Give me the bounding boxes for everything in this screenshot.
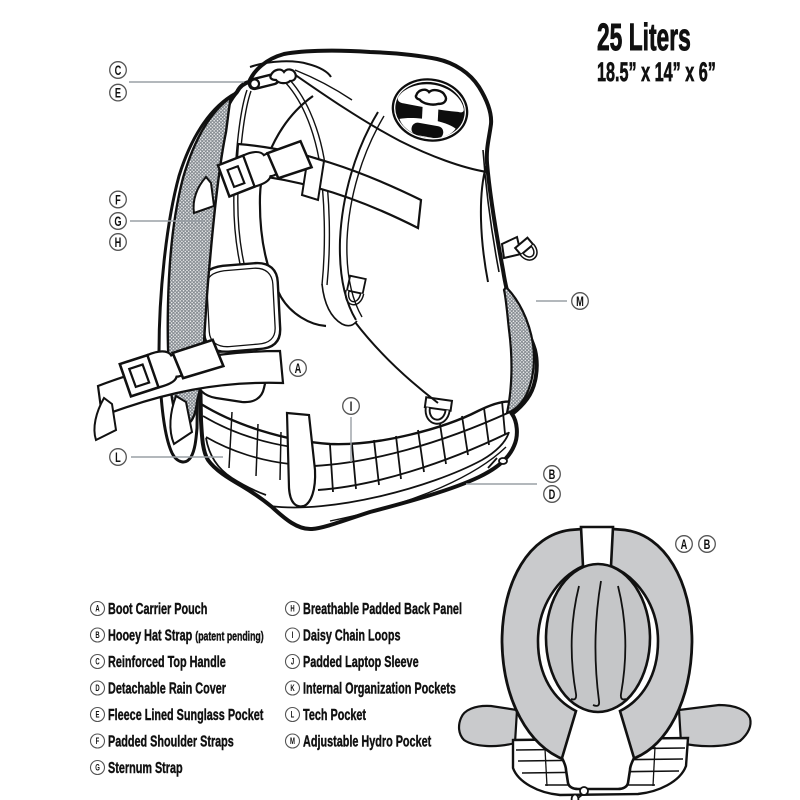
svg-text:Adjustable Hydro Pocket: Adjustable Hydro Pocket [303,733,432,750]
svg-text:M: M [576,293,584,310]
svg-text:B: B [95,630,100,641]
svg-text:F: F [96,736,100,747]
svg-text:H: H [115,234,122,251]
svg-text:Padded Shoulder Straps: Padded Shoulder Straps [108,733,234,750]
svg-text:Breathable Padded Back Panel: Breathable Padded Back Panel [303,600,462,617]
svg-text:D: D [549,486,556,503]
svg-text:M: M [290,736,295,747]
svg-text:Hooey Hat Strap (patent pendin: Hooey Hat Strap (patent pending) [108,627,264,644]
svg-text:G: G [114,213,121,230]
svg-text:A: A [681,536,688,553]
svg-text:Boot Carrier Pouch: Boot Carrier Pouch [108,600,207,617]
svg-text:L: L [291,709,295,720]
svg-text:Tech Pocket: Tech Pocket [303,706,366,723]
svg-text:Daisy Chain Loops: Daisy Chain Loops [303,627,401,644]
svg-text:Internal Organization Pockets: Internal Organization Pockets [303,680,456,697]
svg-text:25 Liters: 25 Liters [597,16,691,58]
svg-text:I: I [292,630,294,641]
svg-text:B: B [549,466,556,483]
svg-text:Detachable Rain Cover: Detachable Rain Cover [108,680,226,697]
svg-text:D: D [95,683,100,694]
svg-text:I: I [350,398,353,415]
svg-text:E: E [96,709,100,720]
svg-text:A: A [295,360,302,377]
svg-text:A: A [95,603,100,614]
svg-text:F: F [115,192,121,209]
svg-text:Fleece Lined Sunglass Pocket: Fleece Lined Sunglass Pocket [108,706,264,723]
svg-text:E: E [115,85,121,102]
svg-text:H: H [290,603,294,614]
svg-text:Padded Laptop Sleeve: Padded Laptop Sleeve [303,653,419,670]
svg-text:B: B [704,536,711,553]
svg-text:Sternum Strap: Sternum Strap [108,759,183,776]
svg-text:C: C [115,62,122,79]
svg-text:18.5” x 14” x 6”: 18.5” x 14” x 6” [597,57,716,87]
svg-text:C: C [95,656,100,667]
svg-text:L: L [115,449,121,466]
svg-text:K: K [290,683,295,694]
svg-text:Reinforced Top Handle: Reinforced Top Handle [108,653,226,670]
svg-text:J: J [291,656,294,667]
svg-text:G: G [95,762,100,773]
